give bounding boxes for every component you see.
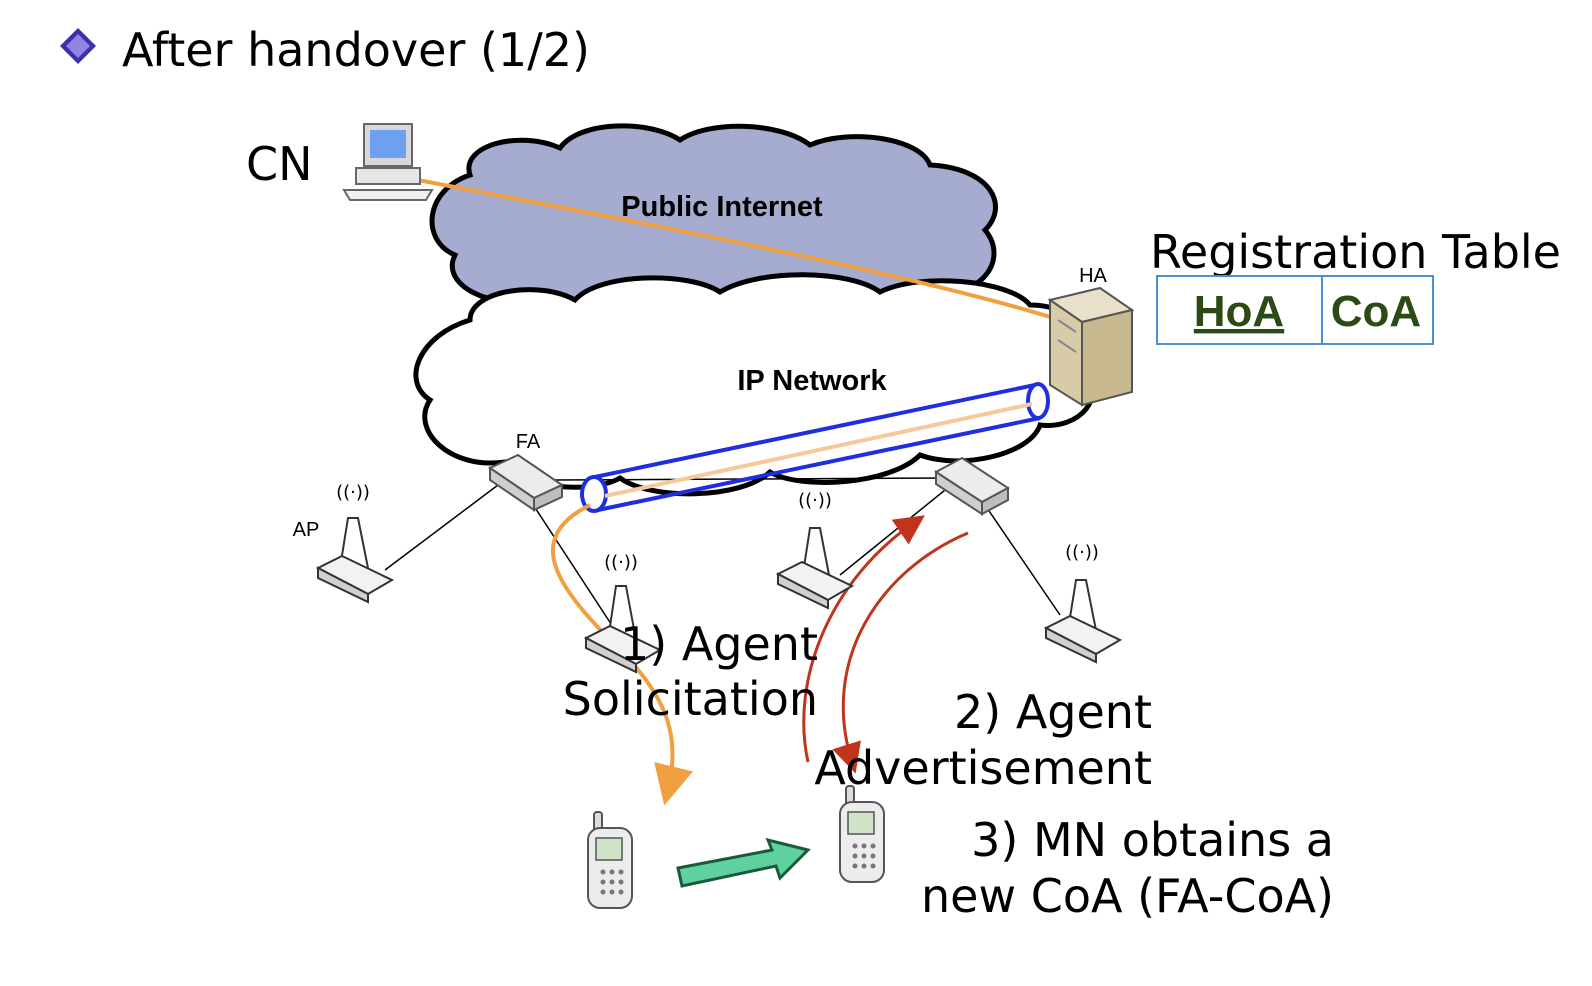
mobile-phone-icon [839,785,885,883]
cn-computer-icon [342,123,434,201]
router-icon [934,456,1010,516]
registration-table-title: Registration Table [1150,225,1561,279]
registration-table [1156,275,1434,345]
mobile-phone-icon [587,811,633,909]
step3-label: new CoA (FA-CoA) [921,869,1334,923]
access-point-icon: ((·)) [1043,542,1123,664]
step2-label: Advertisement [814,741,1152,795]
slide-title: After handover (1/2) [122,23,590,77]
movement-arrow [676,837,811,888]
network-links [384,477,1061,631]
ha-label: HA [1079,265,1107,287]
internet-cloud-label: Public Internet [621,191,823,223]
bullet-diamond-icon [60,28,96,64]
svg-text:((·)): ((·)) [604,552,638,573]
hoa-column-header: HoA [1194,287,1284,336]
advertisement-arrow [832,531,969,774]
svg-text:((·)): ((·)) [798,490,832,511]
step3-label: 3) MN obtains a [971,813,1334,867]
svg-text:((·)): ((·)) [336,482,370,503]
ap-label: AP [293,519,320,541]
step1-label: Solicitation [563,672,818,726]
ip-network-label: IP Network [737,365,887,397]
tunnel [580,382,1050,513]
svg-text:((·)): ((·)) [1065,542,1099,563]
fa-label: FA [516,431,541,453]
step2-label: 2) Agent [954,685,1152,739]
cn-label: CN [246,137,313,191]
step1-label: 1) Agent [620,617,818,671]
fa-router-icon [487,453,565,512]
coa-column-header: CoA [1331,287,1421,336]
ha-server-icon [1047,286,1135,407]
access-point-icon: ((·)) [315,482,395,604]
access-point-icon: ((·)) [583,552,663,674]
access-point-icon: ((·)) [775,490,855,610]
solicitation-arrow [802,515,925,763]
